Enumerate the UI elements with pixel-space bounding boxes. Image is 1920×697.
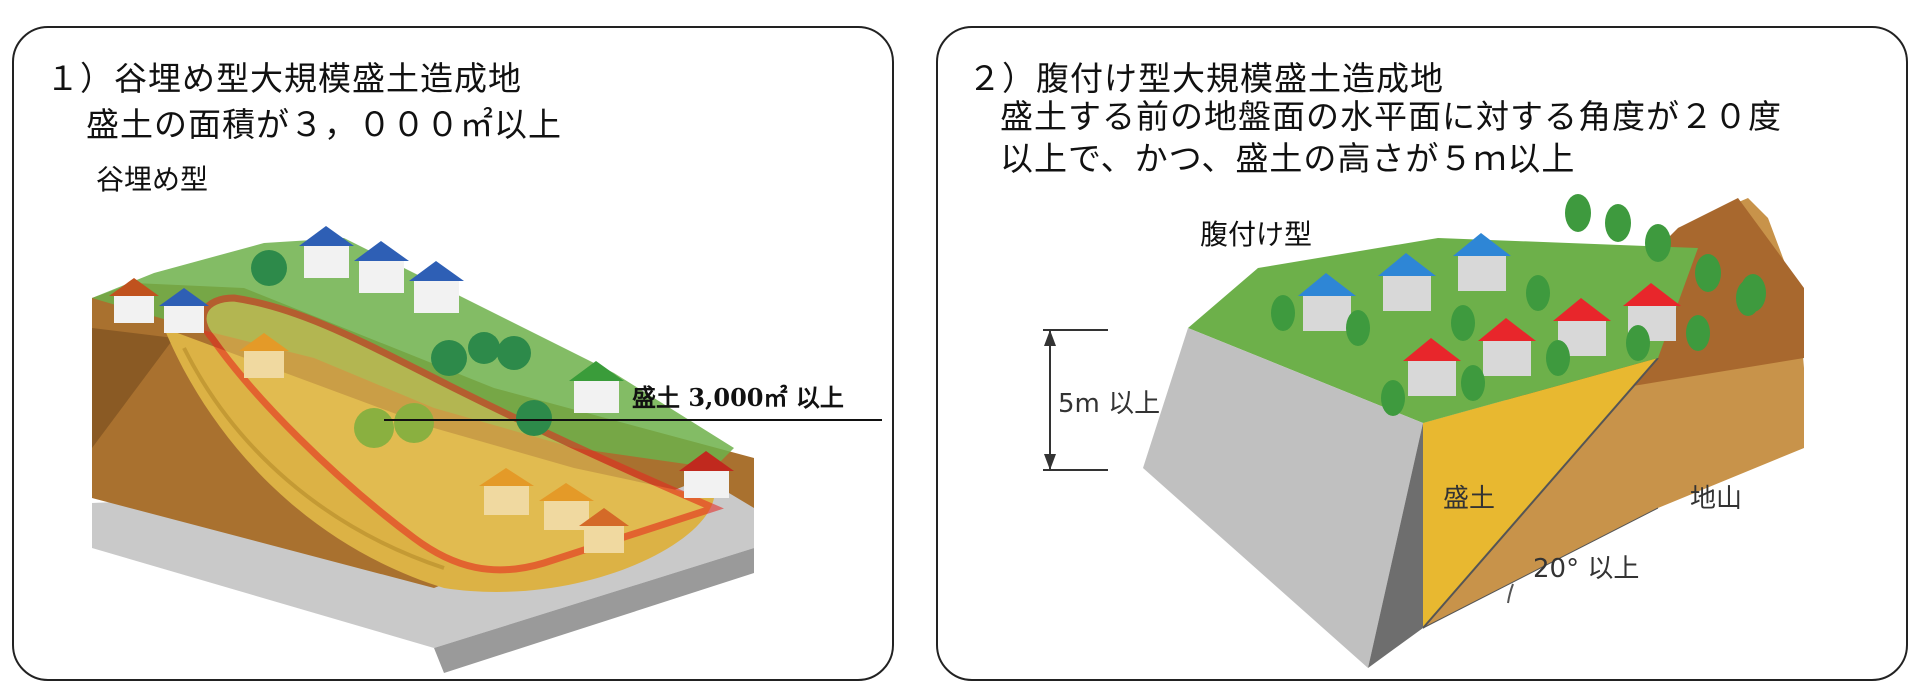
dim-arrow-down <box>1044 454 1056 470</box>
dim-arrow-up <box>1044 330 1056 346</box>
angle-condition-line2: 以上で、かつ、盛土の高さが５ｍ以上 <box>1000 132 1575 180</box>
ground-label: 地山 <box>1690 478 1742 515</box>
slope-fill-panel: ２）腹付け型大規模盛土造成地 盛土する前の地盤面の水平面に対する角度が２０度 以… <box>936 26 1908 681</box>
fill-area-callout: 盛土 3,000㎡ 以上 <box>632 378 844 413</box>
valley-fill-panel: １）谷埋め型大規模盛土造成地 盛土の面積が３，０００㎡以上 谷埋め型 盛土 3,… <box>12 26 894 681</box>
fill-label: 盛土 <box>1443 478 1495 515</box>
angle-label: 20° 以上 <box>1533 548 1639 585</box>
angle-condition-line1: 盛土する前の地盤面の水平面に対する角度が２０度 <box>1000 90 1782 138</box>
angle-arc <box>1508 584 1513 603</box>
panel-subtitle: 腹付け型 <box>1200 213 1312 253</box>
panel-heading: １）谷埋め型大規模盛土造成地 <box>46 52 522 100</box>
panel-subtitle: 谷埋め型 <box>96 158 208 198</box>
height-label: 5m 以上 <box>1058 383 1160 420</box>
area-condition: 盛土の面積が３，０００㎡以上 <box>86 98 562 146</box>
